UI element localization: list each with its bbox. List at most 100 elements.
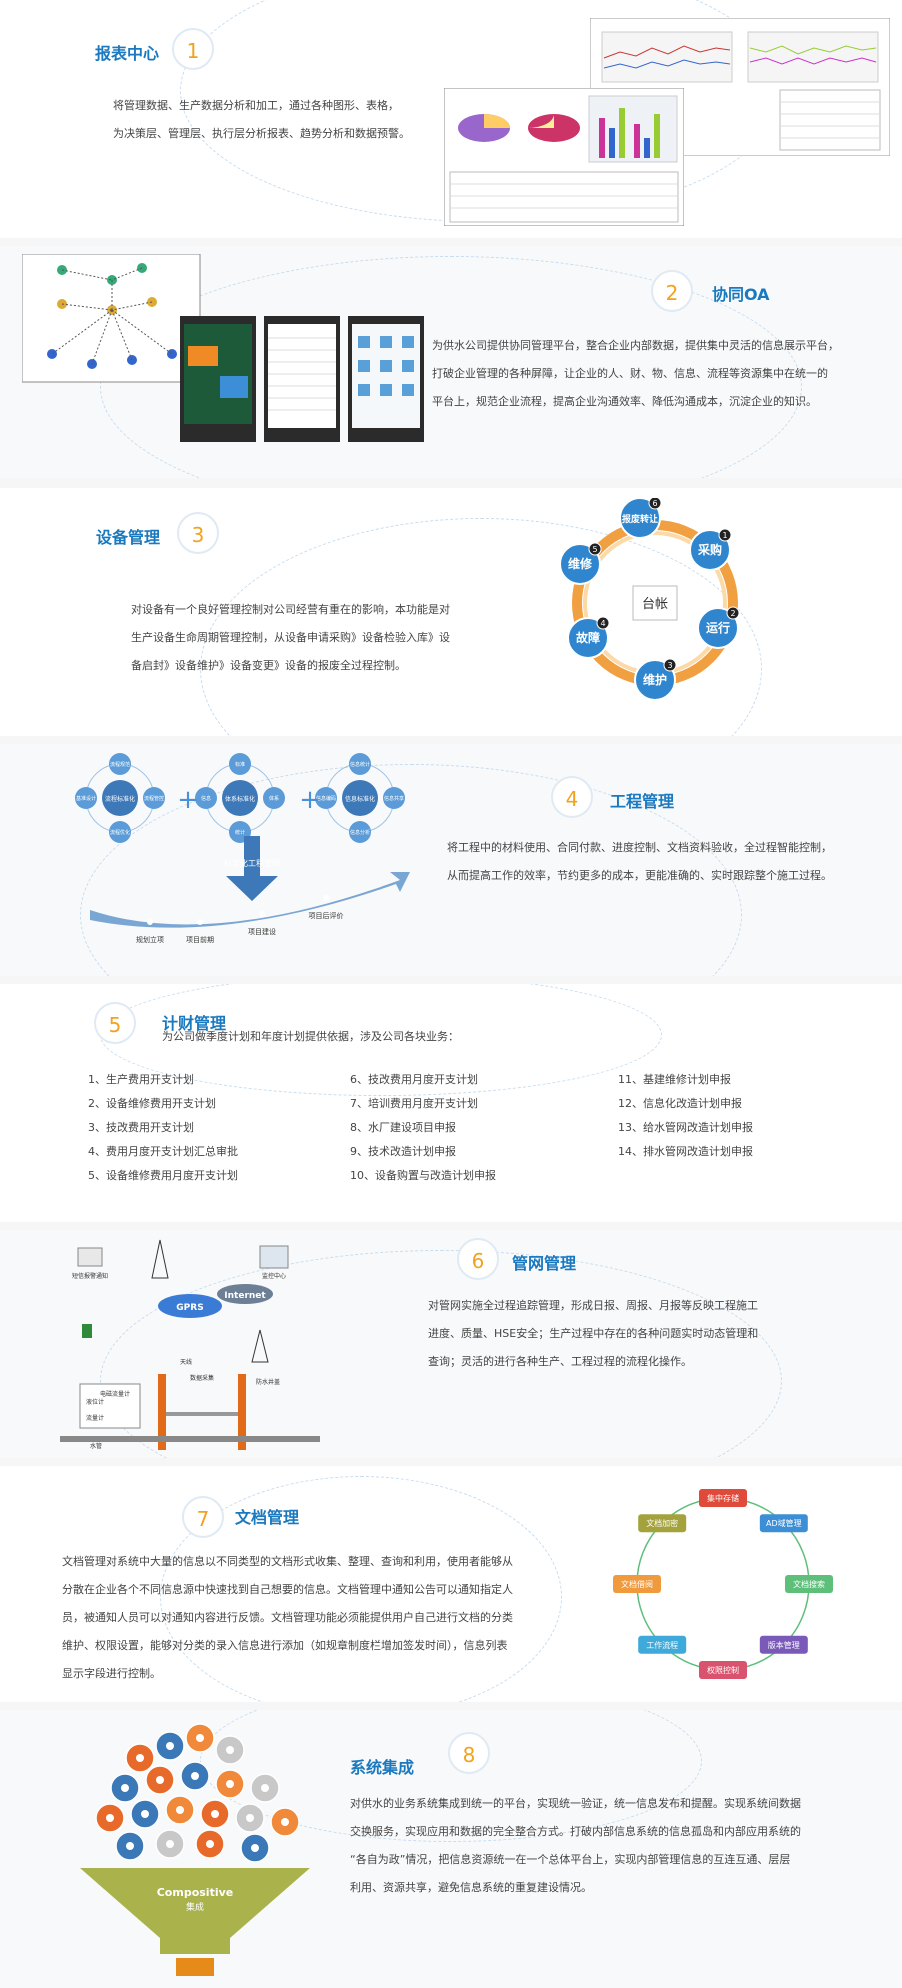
project-group-center-label: 体系标准化 <box>225 795 255 803</box>
equipment-node <box>697 607 739 649</box>
well-cover-label: 防水井盖 <box>256 1378 280 1386</box>
section-description: 对供水的业务系统集成到统一的平台，实现统一验证，统一信息发布和提醒。实现系统间数… <box>350 1797 801 1894</box>
equipment-node-badge <box>596 616 610 630</box>
project-group-item-label: 流程优化 <box>110 829 130 836</box>
section-document: 7 文档管理 文档管理对系统中大量的信息以不同类型的文档形式收集、整理、查询和利… <box>0 1466 902 1702</box>
report-screenshot-front <box>444 88 684 226</box>
disc-icon-hole <box>166 1840 174 1848</box>
doc-cycle-node-label: AD域管理 <box>766 1518 802 1528</box>
plan-list-item: 7、培训费用月度开支计划 <box>350 1097 478 1110</box>
project-group-center <box>222 780 258 816</box>
internet-label: Internet <box>224 1291 266 1301</box>
data-collect-label: 数据采集 <box>190 1374 214 1382</box>
section-project: 流程标准化流程规范流程管控流程优化基准设计体系标准化标准体系统计信息信息标准化信… <box>0 744 902 976</box>
doc-cycle-node-label: 文档加密 <box>646 1518 678 1528</box>
project-group-item-label: 流程规范 <box>110 761 130 768</box>
disc-icon-hole <box>211 1810 219 1818</box>
plan-list-item: 8、水厂建设项目申报 <box>350 1121 456 1134</box>
section-title: 设备管理 <box>96 528 161 547</box>
monitor-center-label: 监控中心 <box>262 1272 286 1280</box>
plan-list-item: 12、信息化改造计划申报 <box>618 1097 742 1110</box>
project-stage-label: 规划立项 <box>136 935 164 944</box>
doc-cycle-node <box>699 1661 747 1679</box>
report-screenshot-back <box>590 18 890 156</box>
project-group-item-label: 信息编码 <box>316 795 336 802</box>
section-description: 文档管理对系统中大量的信息以不同类型的文档形式收集、整理、查询和利用，使用者能够… <box>62 1555 513 1680</box>
disc-icon-hole <box>176 1806 184 1814</box>
gprs-label: GPRS <box>176 1303 203 1313</box>
section-number: 1 <box>172 28 214 70</box>
disc-icon-hole <box>226 1780 234 1788</box>
project-group-item-label: 信息分析 <box>350 829 370 836</box>
section-title: 工程管理 <box>610 792 675 811</box>
project-group-item <box>195 787 217 809</box>
equipment-node-number: 4 <box>600 619 605 628</box>
equipment-node-badge <box>718 528 732 542</box>
plan-list-item: 3、技改费用开支计划 <box>88 1121 194 1134</box>
equipment-node-label: 维护 <box>643 672 667 687</box>
integration-funnel-diagram: Compositive 集成 <box>80 1723 310 1976</box>
equipment-node <box>634 659 676 701</box>
doc-cycle-node <box>638 1514 687 1533</box>
equipment-node-number: 1 <box>722 531 727 540</box>
doc-cycle-node <box>699 1489 747 1507</box>
disc-icon-hole <box>106 1814 114 1822</box>
project-stage-marker <box>323 895 329 901</box>
section-pipe-network: GPRS Internet 短信报警通知 监控中心 数据采集 液位计 电磁流量计… <box>0 1230 902 1458</box>
equipment-node <box>689 529 731 571</box>
project-group-item-label: 信息统计 <box>350 761 370 768</box>
project-group-center <box>102 780 138 816</box>
doc-cycle-node <box>759 1514 808 1533</box>
project-stage-label: 项目前期 <box>186 935 214 944</box>
section-finance-plan: 5 计财管理 为公司做季度计划和年度计划提供依据，涉及公司各块业务： 1、生产费… <box>0 984 902 1222</box>
equipment-node-label: 维修 <box>568 556 593 571</box>
project-stage-marker <box>259 911 265 917</box>
pipe-network-diagram: GPRS Internet 短信报警通知 监控中心 数据采集 液位计 电磁流量计… <box>60 1239 320 1450</box>
plan-list-item: 4、费用月度开支计划汇总审批 <box>88 1145 238 1158</box>
disc-icon-hole <box>126 1842 134 1850</box>
section-number: 6 <box>457 1238 499 1280</box>
plan-list-item: 2、设备维修费用开支计划 <box>88 1097 216 1110</box>
flow-label: 流量计 <box>86 1414 104 1422</box>
doc-cycle-node <box>759 1635 808 1654</box>
plus-icon: + <box>177 785 199 815</box>
disc-icon-hole <box>261 1784 269 1792</box>
section-number: 7 <box>182 1496 224 1538</box>
section-report-center: 报表中心 1 将管理数据、生产数据分析和加工，通过各种图形、表格， 为决策层、管… <box>0 0 902 238</box>
plan-list-item: 6、技改费用月度开支计划 <box>350 1073 478 1086</box>
disc-icon-hole <box>281 1818 289 1826</box>
section-title: 管网管理 <box>512 1254 577 1273</box>
project-group-center <box>342 780 378 816</box>
oa-mobile-screens <box>180 316 424 442</box>
doc-cycle-node-label: 权限控制 <box>707 1665 739 1675</box>
equipment-node <box>619 498 661 539</box>
project-group-item-label: 体系 <box>269 795 279 802</box>
antenna-label: 天线 <box>180 1358 192 1366</box>
equipment-node-number: 3 <box>667 661 672 670</box>
project-group-item-label: 基准设计 <box>76 795 96 802</box>
project-group-item <box>143 787 165 809</box>
section-number: 8 <box>448 1732 490 1774</box>
section-number: 2 <box>651 270 693 312</box>
section-title: 协同OA <box>712 285 770 304</box>
doc-cycle-node-label: 工作流程 <box>646 1640 678 1650</box>
disc-icon-hole <box>246 1814 254 1822</box>
project-stage-label: 项目建设 <box>248 927 276 936</box>
equipment-node-number: 2 <box>730 609 735 618</box>
section-title: 文档管理 <box>235 1508 300 1527</box>
section-description: 对管网实施全过程追踪管理，形成日报、周报、月报等反映工程施工 进度、质量、HSE… <box>428 1299 759 1368</box>
section-description: 将工程中的材料使用、合同付款、进度控制、文档资料验收，全过程智能控制， 从而提高… <box>447 841 832 882</box>
project-group-item <box>75 787 97 809</box>
project-group-item-label: 信息共享 <box>384 795 404 802</box>
plan-list-item: 13、给水管网改造计划申报 <box>618 1121 753 1134</box>
plan-list-item: 10、设备购置与改造计划申报 <box>350 1169 496 1182</box>
project-group-item <box>383 787 405 809</box>
doc-cycle-node-label: 文档搜索 <box>793 1579 825 1589</box>
doc-cycle-node-label: 文档借阅 <box>621 1579 653 1589</box>
doc-cycle-node <box>638 1635 687 1654</box>
